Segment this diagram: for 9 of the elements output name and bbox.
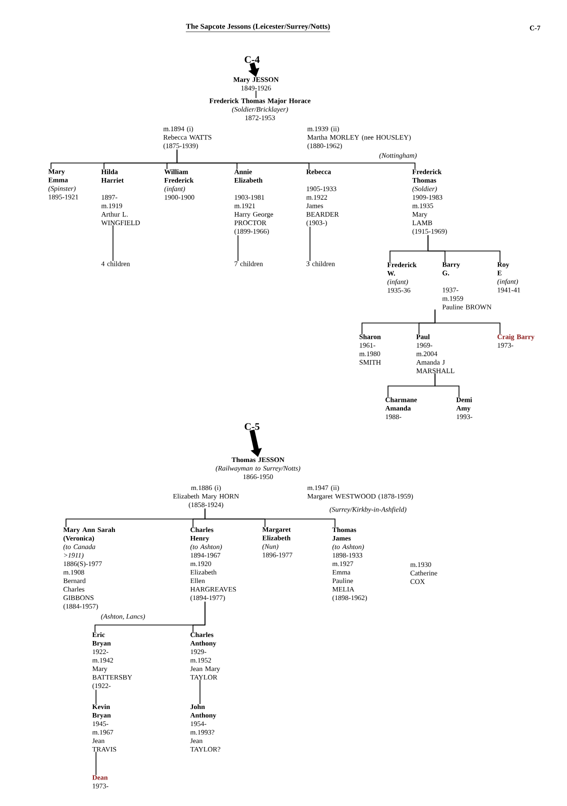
tree-line [434, 309, 500, 334]
tree-line [192, 601, 206, 632]
tree-line [428, 234, 500, 262]
tree-line [176, 149, 416, 170]
chart-reference: C-5 [244, 423, 260, 430]
tree-line [204, 508, 336, 528]
chart-reference: C-4 [244, 56, 260, 63]
tree-line [112, 224, 114, 262]
tree-line [434, 372, 460, 398]
